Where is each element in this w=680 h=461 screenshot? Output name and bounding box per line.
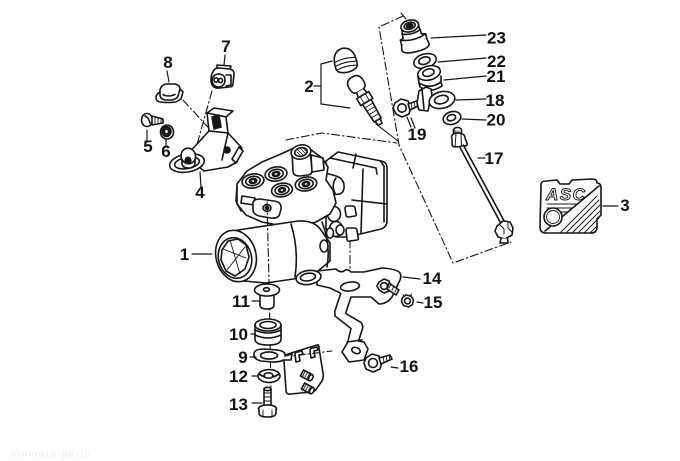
svg-text:18: 18 (486, 91, 505, 110)
svg-text:8: 8 (163, 53, 172, 72)
svg-text:7: 7 (221, 37, 230, 56)
svg-text:16: 16 (400, 357, 419, 376)
svg-text:14: 14 (423, 269, 442, 288)
svg-text:5: 5 (143, 137, 152, 156)
svg-text:19: 19 (408, 125, 427, 144)
svg-text:15: 15 (424, 293, 443, 312)
svg-text:20: 20 (487, 111, 506, 130)
svg-text:22: 22 (487, 52, 506, 71)
svg-text:3: 3 (620, 196, 629, 215)
svg-text:11: 11 (232, 292, 250, 311)
svg-text:21: 21 (487, 67, 506, 86)
svg-text:ASC: ASC (545, 185, 586, 204)
svg-text:17: 17 (485, 149, 504, 168)
svg-text:12: 12 (229, 367, 248, 386)
svg-text:9: 9 (238, 348, 247, 367)
svg-text:1: 1 (180, 245, 189, 264)
svg-text:13: 13 (229, 395, 248, 414)
svg-text:6: 6 (161, 142, 170, 161)
svg-text:otomoto-parts: otomoto-parts (10, 449, 91, 460)
svg-text:4: 4 (195, 183, 205, 202)
svg-text:10: 10 (229, 325, 248, 344)
svg-text:23: 23 (487, 29, 506, 48)
svg-text:2: 2 (304, 77, 313, 96)
